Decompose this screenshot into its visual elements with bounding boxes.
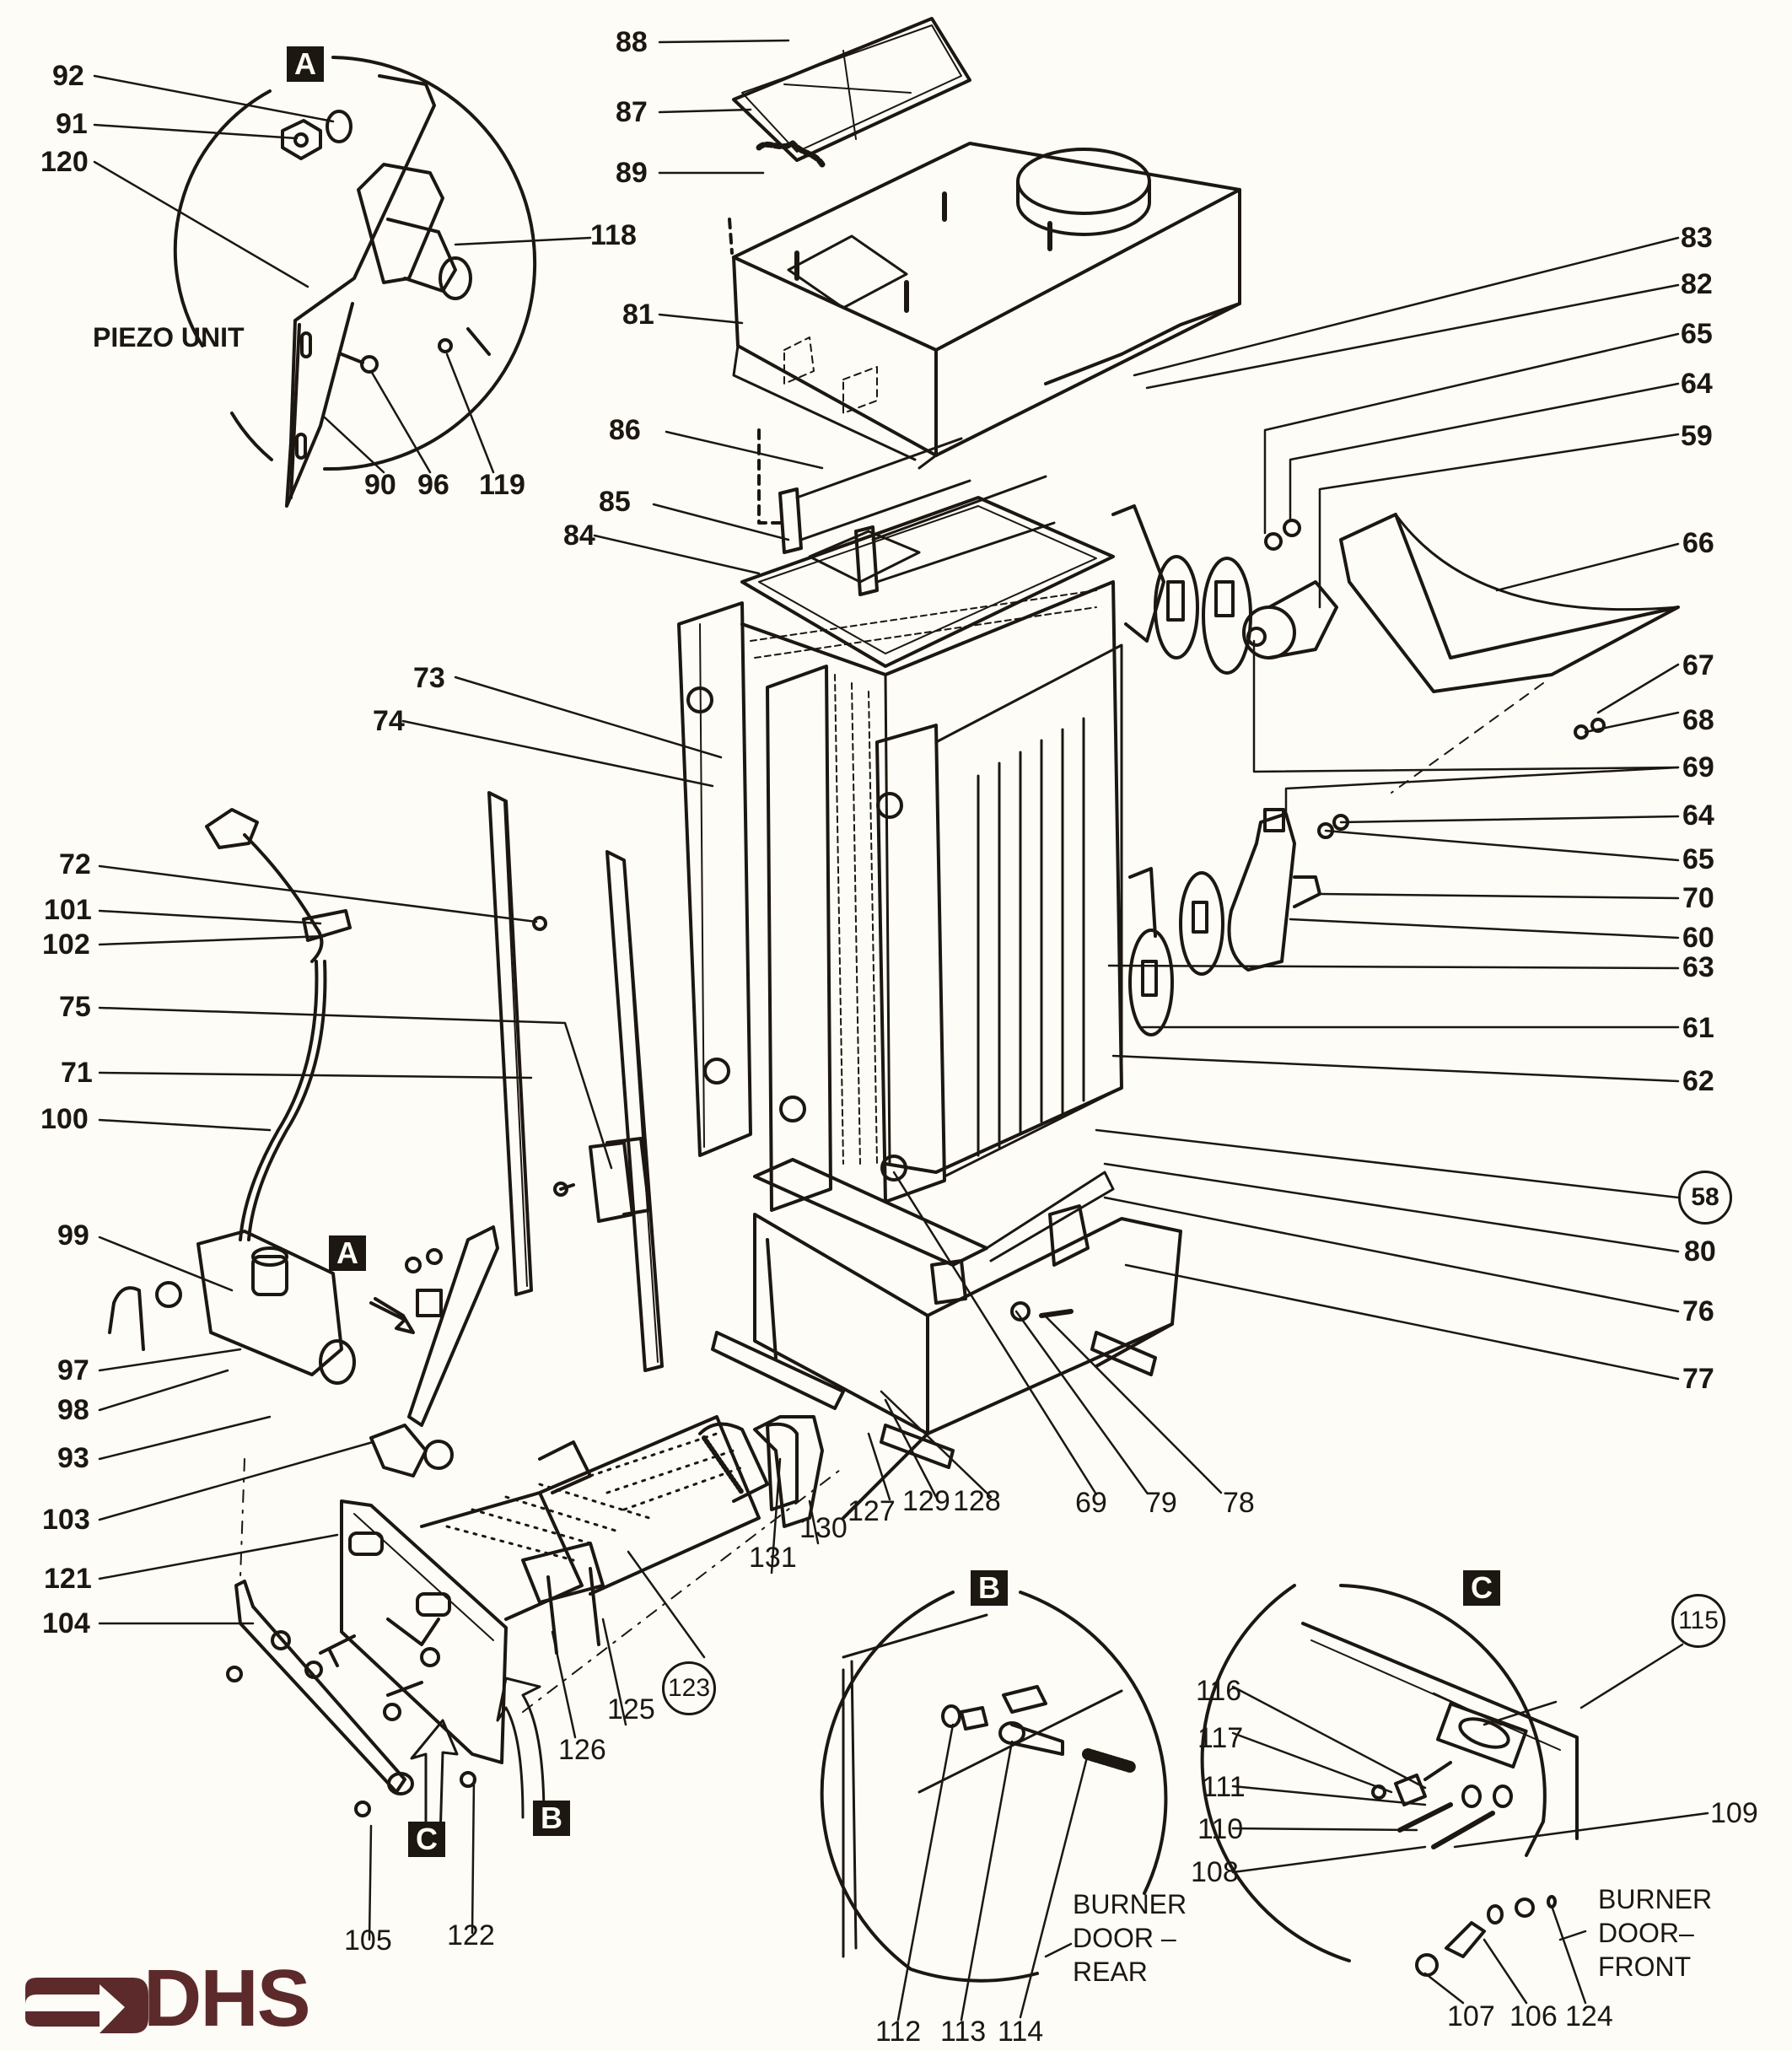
part-label-123-circled: 123 bbox=[662, 1661, 716, 1715]
part-label-100: 100 bbox=[40, 1103, 89, 1135]
part-label-122: 122 bbox=[447, 1919, 495, 1951]
part-label-114: 114 bbox=[998, 2016, 1044, 2048]
part-label-77: 77 bbox=[1682, 1363, 1714, 1395]
part-label-74: 74 bbox=[373, 705, 405, 737]
detail-marker-a: A bbox=[287, 46, 324, 82]
part-label-81: 81 bbox=[622, 299, 654, 331]
part-label-59: 59 bbox=[1681, 420, 1713, 452]
part-label-69-bottom: 69 bbox=[1075, 1487, 1107, 1519]
detail-marker-b-ref: B bbox=[533, 1801, 570, 1836]
part-label-65-top: 65 bbox=[1681, 318, 1713, 350]
part-label-79: 79 bbox=[1145, 1487, 1177, 1519]
arrow-right-icon bbox=[25, 1978, 148, 2033]
part-label-125: 125 bbox=[607, 1693, 655, 1725]
part-label-116: 116 bbox=[1196, 1675, 1242, 1707]
part-label-69-right: 69 bbox=[1682, 751, 1714, 783]
part-label-67: 67 bbox=[1682, 649, 1714, 681]
part-label-76: 76 bbox=[1682, 1295, 1714, 1327]
flue-hood-drawing bbox=[728, 17, 1241, 525]
part-label-80: 80 bbox=[1684, 1235, 1716, 1268]
part-label-101: 101 bbox=[44, 894, 92, 926]
detail-a-piezo-drawing bbox=[173, 56, 537, 508]
part-label-110: 110 bbox=[1197, 1813, 1244, 1845]
part-label-82: 82 bbox=[1681, 268, 1713, 300]
part-label-61: 61 bbox=[1682, 1012, 1714, 1044]
part-label-64-mid: 64 bbox=[1682, 799, 1714, 832]
part-label-106: 106 bbox=[1509, 2000, 1558, 2032]
leader-lines bbox=[93, 39, 1709, 2021]
part-label-111: 111 bbox=[1202, 1771, 1246, 1803]
part-label-105: 105 bbox=[344, 1924, 392, 1957]
part-label-70: 70 bbox=[1682, 882, 1714, 914]
part-label-119: 119 bbox=[479, 469, 525, 501]
part-label-127: 127 bbox=[848, 1495, 896, 1527]
part-label-107: 107 bbox=[1447, 2000, 1495, 2032]
part-label-118: 118 bbox=[590, 219, 637, 251]
part-label-126: 126 bbox=[558, 1734, 606, 1766]
part-label-60: 60 bbox=[1682, 922, 1714, 954]
part-label-108: 108 bbox=[1191, 1856, 1239, 1888]
part-label-128: 128 bbox=[953, 1485, 1001, 1517]
part-label-120: 120 bbox=[40, 146, 89, 178]
part-label-75: 75 bbox=[59, 991, 91, 1023]
part-label-96: 96 bbox=[417, 469, 449, 501]
part-label-65-mid: 65 bbox=[1682, 843, 1714, 875]
detail-marker-b: B bbox=[971, 1570, 1008, 1606]
dhs-logo bbox=[25, 1978, 148, 2033]
burner-door-rear-caption: BURNER DOOR – REAR bbox=[1073, 1889, 1187, 1987]
part-label-73: 73 bbox=[413, 662, 445, 694]
part-label-92: 92 bbox=[52, 60, 84, 92]
part-label-62: 62 bbox=[1682, 1065, 1714, 1097]
dhs-logo-text: DHS bbox=[143, 1953, 311, 2043]
part-label-131: 131 bbox=[749, 1542, 797, 1574]
part-label-63: 63 bbox=[1682, 951, 1714, 983]
part-label-117: 117 bbox=[1197, 1722, 1244, 1754]
detail-marker-c: C bbox=[1463, 1570, 1500, 1606]
burner-door-front-caption: BURNER DOOR– FRONT bbox=[1598, 1884, 1713, 1982]
part-label-124: 124 bbox=[1565, 2000, 1613, 2032]
part-label-129: 129 bbox=[902, 1485, 950, 1517]
part-label-78: 78 bbox=[1223, 1487, 1255, 1519]
burner-drawing bbox=[226, 1415, 844, 1840]
part-label-72: 72 bbox=[59, 848, 91, 880]
detail-b-drawing bbox=[820, 1591, 1168, 1983]
part-label-102: 102 bbox=[42, 929, 90, 961]
part-label-98: 98 bbox=[57, 1394, 89, 1426]
part-label-64-top: 64 bbox=[1681, 368, 1713, 400]
detail-marker-a-ref: A bbox=[329, 1235, 366, 1271]
part-label-83: 83 bbox=[1681, 222, 1713, 254]
part-label-68: 68 bbox=[1682, 704, 1714, 736]
part-label-87: 87 bbox=[616, 96, 648, 128]
detail-marker-c-ref: C bbox=[408, 1822, 445, 1857]
part-label-71: 71 bbox=[61, 1057, 93, 1089]
side-strips-drawing bbox=[487, 791, 664, 1372]
part-label-58-circled: 58 bbox=[1678, 1171, 1732, 1225]
part-label-86: 86 bbox=[609, 414, 641, 446]
part-label-104: 104 bbox=[42, 1607, 90, 1639]
part-label-90: 90 bbox=[364, 469, 396, 501]
part-label-115-circled: 115 bbox=[1671, 1594, 1725, 1648]
part-label-93: 93 bbox=[57, 1442, 89, 1474]
detail-c-drawing bbox=[1200, 1584, 1579, 1977]
part-label-99: 99 bbox=[57, 1219, 89, 1252]
part-label-109: 109 bbox=[1710, 1797, 1758, 1829]
part-label-97: 97 bbox=[57, 1354, 89, 1386]
part-label-91: 91 bbox=[56, 108, 88, 140]
part-label-112: 112 bbox=[875, 2016, 922, 2048]
part-label-88: 88 bbox=[616, 26, 648, 58]
part-label-103: 103 bbox=[42, 1504, 90, 1536]
combustion-chamber-drawing bbox=[711, 1158, 1182, 1520]
part-label-84: 84 bbox=[563, 519, 595, 552]
part-label-121: 121 bbox=[44, 1563, 92, 1595]
part-label-130: 130 bbox=[799, 1512, 848, 1544]
part-label-85: 85 bbox=[599, 486, 631, 518]
part-label-66: 66 bbox=[1682, 527, 1714, 559]
piezo-unit-caption: PIEZO UNIT bbox=[93, 322, 245, 353]
heat-exchanger-drawing bbox=[677, 437, 1680, 1212]
part-label-113: 113 bbox=[940, 2016, 987, 2048]
part-label-89: 89 bbox=[616, 157, 648, 189]
